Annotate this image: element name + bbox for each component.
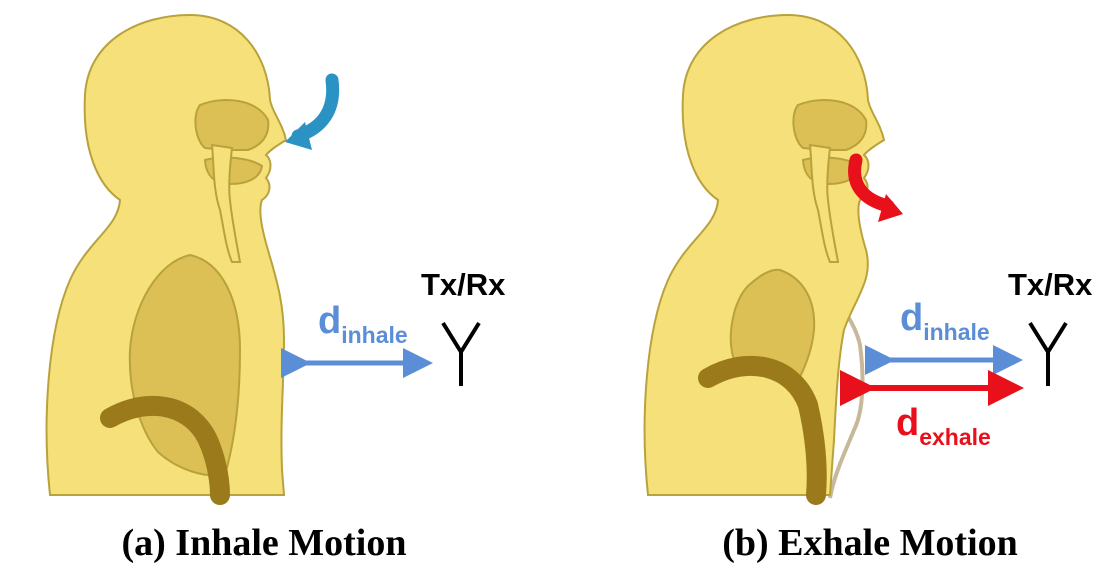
antenna-label: Tx/Rx — [1008, 267, 1093, 302]
panel-caption: (b) Exhale Motion — [722, 522, 1018, 564]
lung-cavity — [128, 253, 242, 477]
d-inhale-label: dinhale — [318, 300, 408, 348]
d-exhale-label: dexhale — [896, 402, 991, 450]
spine — [698, 355, 827, 505]
panel-exhale: dinhale dexhale Tx/Rx (b) Exhale Motion — [643, 13, 1093, 564]
airway — [808, 143, 840, 263]
antenna-icon — [1028, 321, 1068, 386]
body-silhouette — [643, 13, 886, 496]
panel-caption: (a) Inhale Motion — [122, 522, 407, 564]
antenna-icon — [441, 321, 481, 386]
spine — [100, 395, 230, 505]
antenna-label: Tx/Rx — [421, 267, 506, 302]
nasal-cavity — [792, 99, 868, 152]
exhale-airflow-arrow — [848, 153, 895, 213]
panel-inhale: dinhale Tx/Rx (a) Inhale Motion — [45, 13, 506, 564]
d-inhale-label: dinhale — [900, 297, 990, 345]
airway — [210, 143, 242, 263]
exhale-airflow-arrowhead — [878, 194, 903, 222]
inhale-airflow-arrowhead — [285, 122, 312, 150]
nasal-cavity — [194, 99, 270, 152]
